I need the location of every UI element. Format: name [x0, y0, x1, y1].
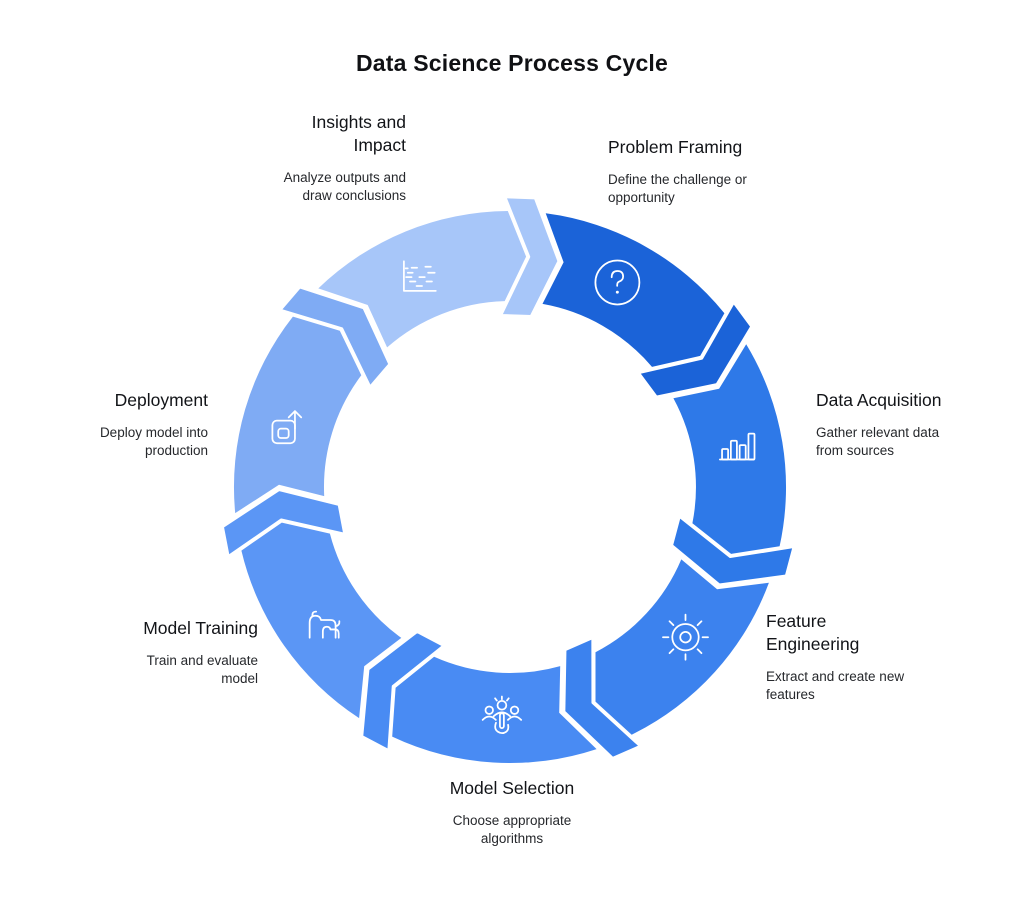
chevron-separator	[637, 301, 753, 399]
chevron-separator	[360, 630, 445, 752]
segment-insights-and-impact	[318, 211, 527, 348]
segment-problem-framing	[542, 213, 725, 367]
segment-feature-engineering	[595, 559, 769, 735]
people-select-icon	[481, 695, 523, 735]
step-description: Extract and create new features	[766, 668, 905, 703]
step-title: Problem Framing	[608, 137, 743, 157]
step-title: Model Training	[143, 618, 258, 638]
step-title: Insights and Impact	[311, 112, 406, 155]
chevron-separator	[221, 488, 346, 558]
chevron-separator	[562, 636, 642, 760]
step-title: Feature Engineering	[766, 611, 860, 654]
chevron-separator	[499, 195, 560, 318]
step-description: Define the challenge or opportunity	[608, 171, 747, 206]
segment-model-selection	[392, 656, 597, 764]
scatter-plot-icon	[403, 260, 437, 292]
step-description: Train and evaluate model	[146, 652, 258, 687]
step-description: Gather relevant data from sources	[816, 424, 940, 459]
deploy-box-arrow-icon	[271, 410, 303, 445]
question-circle-icon	[594, 259, 641, 306]
step-title: Data Acquisition	[816, 390, 942, 410]
diagram-title: Data Science Process Cycle	[355, 50, 669, 76]
step-title: Model Selection	[449, 778, 575, 798]
step-description: Choose appropriate algorithms	[452, 812, 572, 847]
sun-icon	[662, 613, 709, 661]
chevron-separator	[279, 285, 391, 389]
step-description: Deploy model into production	[99, 424, 208, 459]
step-description: Analyze outputs and draw conclusions	[283, 169, 406, 204]
chevron-separator	[670, 515, 796, 586]
segment-data-acquisition	[673, 344, 787, 554]
dog-training-icon	[308, 610, 341, 639]
step-title: Deployment	[114, 390, 208, 410]
bar-chart-icon	[718, 432, 756, 461]
